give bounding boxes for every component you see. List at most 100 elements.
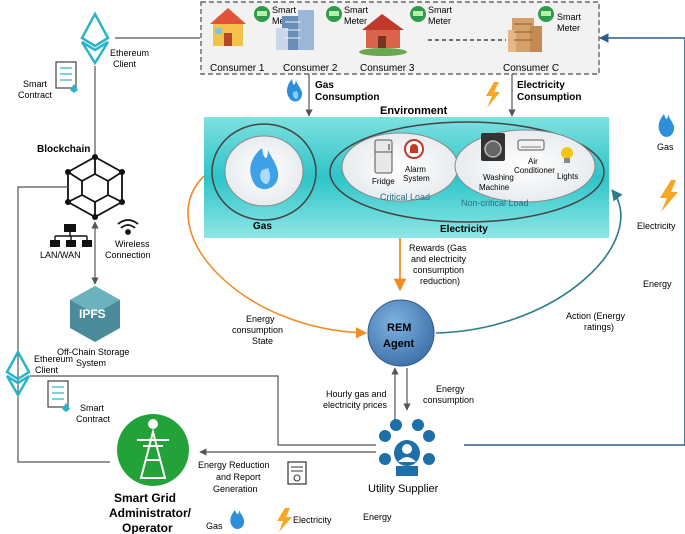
ethereum-client-top-line1: Ethereum xyxy=(110,48,149,58)
washing-label-line1: Washing xyxy=(483,173,514,182)
ac-label-line1: Air xyxy=(528,157,538,166)
alarm-label-line1: Alarm xyxy=(405,165,426,174)
prices-line2: electricity prices xyxy=(323,400,388,410)
electricity-label: Electricity xyxy=(440,224,488,235)
energy-consumption-line2: consumption xyxy=(423,395,474,405)
consumer-2-meter-line2: Meter xyxy=(344,16,367,26)
right-gas-label: Gas xyxy=(657,142,674,152)
operator-icon xyxy=(117,414,189,486)
gas-consumption-line2: Consumption xyxy=(315,92,379,103)
right-electricity-label: Electricity xyxy=(637,221,676,231)
operator-line1: Smart Grid xyxy=(114,491,176,505)
blockchain-label: Blockchain xyxy=(37,144,90,155)
energy-state-arrow xyxy=(187,175,368,339)
ethereum-client-top-line2: Client xyxy=(113,59,137,69)
alarm-label-line2: System xyxy=(403,174,430,183)
prices-line1: Hourly gas and xyxy=(326,389,387,399)
house-icon xyxy=(210,8,246,46)
bottom-gas-label: Gas xyxy=(206,521,223,531)
tower-building-icon xyxy=(508,18,542,52)
critical-load-label: Critical Load xyxy=(380,192,430,202)
smart-meter-icon xyxy=(410,6,426,22)
report-line2: and Report xyxy=(216,472,261,482)
rewards-line2: and electricity xyxy=(411,254,467,264)
ethereum-icon xyxy=(5,349,31,398)
report-line1: Energy Reduction xyxy=(198,460,270,470)
smart-contract-bottom-line2: Contract xyxy=(76,414,111,424)
apartment-building-icon xyxy=(276,10,314,50)
consumer-c-meter-line2: Meter xyxy=(557,23,580,33)
smart-meter-icon xyxy=(538,6,554,22)
blockchain-icon xyxy=(67,155,123,219)
action-line2: ratings) xyxy=(584,322,614,332)
consumer-3-meter-line1: Smart xyxy=(428,5,453,15)
blockchain-left-link xyxy=(17,186,110,463)
lightning-icon xyxy=(277,508,292,532)
environment-panel: Environment Gas Electricity Fridge Alarm… xyxy=(204,105,609,238)
smart-contract-top-line1: Smart xyxy=(23,79,48,89)
gas-flame-icon xyxy=(286,79,303,102)
right-energy-label: Energy xyxy=(643,279,672,289)
consumer-3-label: Consumer 3 xyxy=(360,63,415,74)
smart-contract-bottom-line1: Smart xyxy=(80,403,105,413)
electricity-consumption-line2: Consumption xyxy=(517,92,581,103)
critical-load-oval xyxy=(341,132,459,202)
consumer-2-label: Consumer 2 xyxy=(283,63,338,74)
noncritical-load-label: Non-critical Load xyxy=(461,198,529,208)
gas-flame-icon xyxy=(658,114,675,137)
report-document-icon xyxy=(287,461,307,485)
ipfs-label-line1: Off-Chain Storage xyxy=(57,347,129,357)
consumer-c-meter-line1: Smart xyxy=(557,12,582,22)
lightning-icon xyxy=(486,82,500,108)
lights-label: Lights xyxy=(557,172,578,181)
consumer-3-meter-line2: Meter xyxy=(428,16,451,26)
ipfs-label-line2: System xyxy=(76,358,106,368)
lan-wan-icon xyxy=(50,224,92,247)
bottom-energy-label: Energy xyxy=(363,512,392,522)
gas-label: Gas xyxy=(253,221,272,232)
utility-supplier-label: Utility Supplier xyxy=(368,483,439,495)
blockchain-node-dots xyxy=(65,154,125,220)
fridge-icon xyxy=(374,139,393,174)
agent-name-line2: Agent xyxy=(383,338,415,350)
smart-contract-top-line2: Contract xyxy=(18,90,53,100)
rewards-line4: reduction) xyxy=(420,276,460,286)
gas-consumption-line1: Gas xyxy=(315,80,334,91)
electricity-oval xyxy=(329,121,605,223)
smart-contract-icon xyxy=(55,61,78,93)
consumers-group: Smart Meter Consumer 1 Smart Meter Consu… xyxy=(200,1,600,75)
lan-wan-label: LAN/WAN xyxy=(40,250,81,260)
lightning-icon xyxy=(660,180,678,212)
ethereum-client-bottom-line1: Ethereum xyxy=(34,354,73,364)
action-arrow xyxy=(435,189,623,334)
rem-agent-node xyxy=(367,299,435,367)
consumer-1-label: Consumer 1 xyxy=(210,63,265,74)
rewards-line3: consumption xyxy=(413,265,464,275)
consumer-2-meter-line1: Smart xyxy=(344,5,369,15)
light-bulb-icon xyxy=(561,147,573,163)
smart-meter-icon xyxy=(254,6,270,22)
ethereum-icon xyxy=(80,11,110,66)
energy-state-line2: consumption xyxy=(232,325,283,335)
wireless-line1: Wireless xyxy=(115,239,150,249)
alarm-icon xyxy=(404,139,424,159)
operator-line2: Administrator/ xyxy=(109,506,192,520)
ethereum-utility-link xyxy=(30,375,376,446)
bottom-electricity-label: Electricity xyxy=(293,515,332,525)
ethereum-client-bottom-line2: Client xyxy=(35,365,59,375)
electricity-consumption-line1: Electricity xyxy=(517,80,565,91)
energy-state-line3: State xyxy=(252,336,273,346)
energy-state-line1: Energy xyxy=(246,314,275,324)
air-conditioner-icon xyxy=(517,139,545,151)
washing-label-line2: Machine xyxy=(479,183,510,192)
ac-label-line2: Conditioner xyxy=(514,166,555,175)
ipfs-logo-text: IPFS xyxy=(79,307,106,321)
smart-contract-icon xyxy=(47,380,70,412)
gas-flame-icon xyxy=(250,148,279,190)
utility-supplier-icon xyxy=(379,419,435,476)
environment-title: Environment xyxy=(380,105,448,117)
gas-flame-icon xyxy=(230,510,245,530)
ipfs-logo-icon xyxy=(70,286,120,342)
